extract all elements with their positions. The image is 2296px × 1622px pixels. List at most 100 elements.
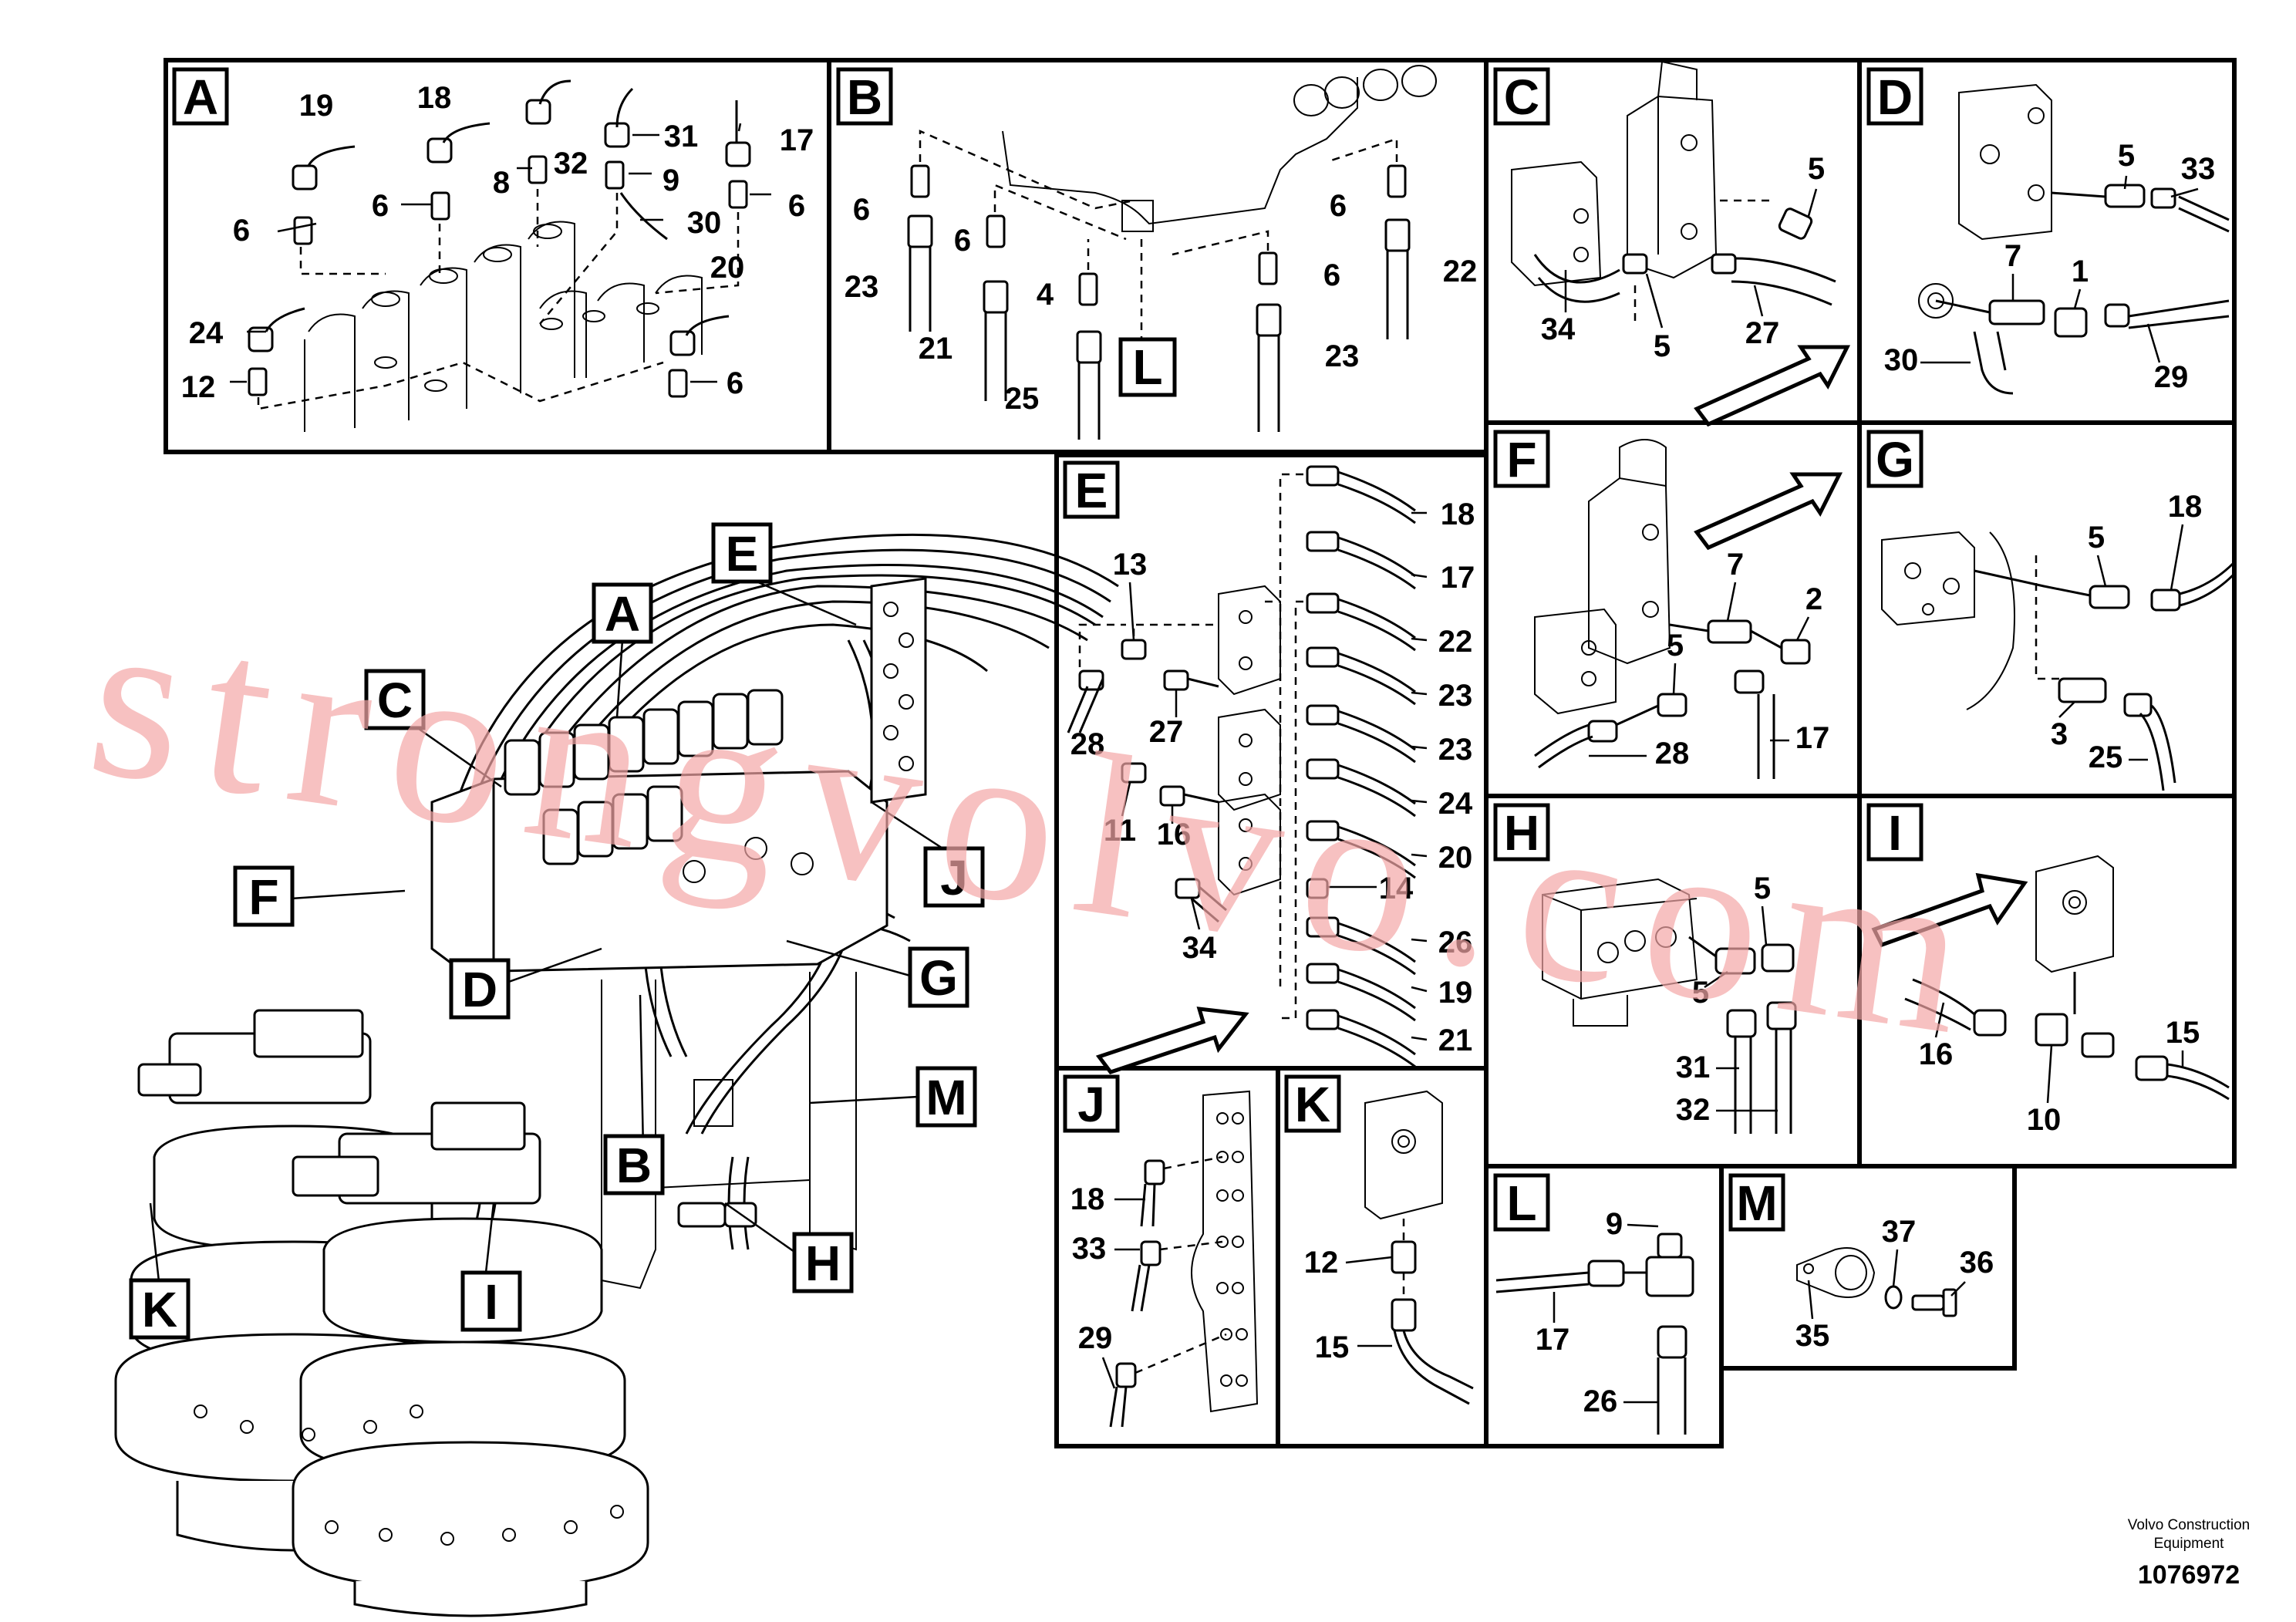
part-label: 7 [2004, 239, 2021, 273]
panel-l-tag: L [1493, 1173, 1550, 1232]
part-label: 36 [1960, 1246, 1994, 1280]
part-label: 21 [919, 332, 953, 366]
callout-i[interactable]: I [460, 1270, 522, 1332]
part-label: 21 [1438, 1023, 1473, 1057]
part-label: 1 [2072, 255, 2089, 288]
panel-g-drawing [1881, 531, 2235, 791]
part-label: 27 [1745, 316, 1780, 350]
panel-d-letter: D [1877, 69, 1913, 125]
part-label: 17 [780, 123, 814, 157]
part-label: 5 [1667, 629, 1684, 663]
part-label: 20 [710, 251, 745, 285]
part-label: 28 [1070, 727, 1105, 761]
part-label: 12 [1304, 1246, 1339, 1280]
overview-leaders [149, 573, 949, 1297]
panel-f-tag: F [1493, 430, 1550, 488]
callout-m[interactable]: M [915, 1066, 977, 1128]
callout-f[interactable]: F [233, 865, 295, 927]
callout-d-label: D [462, 962, 497, 1017]
part-label: 17 [1795, 721, 1830, 755]
part-number-labels: 19 18 32 31 17 6 8 9 6 6 30 20 24 12 6 6… [181, 81, 2216, 1418]
callout-i-label: I [484, 1274, 498, 1330]
panel-i-letter: I [1888, 805, 1902, 861]
part-label: 30 [1884, 343, 1919, 377]
brand-line-2: Equipment [2154, 1536, 2225, 1552]
callout-b[interactable]: B [603, 1134, 665, 1195]
footer: Volvo Construction Equipment 1076972 [2128, 1517, 2250, 1590]
document-number: 1076972 [2138, 1560, 2240, 1590]
part-label: 33 [2181, 152, 2216, 186]
part-label: 31 [1676, 1050, 1711, 1084]
part-label: 6 [727, 366, 743, 400]
callout-a[interactable]: A [592, 582, 653, 644]
part-label: 22 [1443, 255, 1478, 288]
part-label: 16 [1919, 1037, 1954, 1071]
callout-e-label: E [726, 526, 759, 582]
part-label: 18 [417, 81, 452, 115]
part-label: 25 [2089, 740, 2123, 774]
callout-d[interactable]: D [449, 958, 511, 1020]
part-label: 5 [1754, 872, 1771, 905]
panel-h-drawing [1542, 878, 1797, 1134]
callout-c[interactable]: C [364, 669, 426, 730]
panel-g-tag: G [1866, 430, 1923, 488]
panel-d-tag: D [1866, 67, 1923, 126]
part-label: 6 [372, 189, 389, 223]
part-label: 7 [1727, 548, 1744, 582]
panel-j-drawing [1109, 1090, 1259, 1428]
panel-l-letter: L [1506, 1175, 1536, 1231]
part-label: 6 [1330, 189, 1347, 223]
callout-k[interactable]: K [129, 1278, 190, 1340]
panel-m-frame [1719, 1164, 2017, 1371]
part-label: 15 [2166, 1016, 2200, 1050]
part-label: 12 [181, 370, 216, 404]
part-label: 15 [1315, 1330, 1350, 1364]
part-label: 2 [1805, 582, 1822, 616]
callout-k-label: K [142, 1282, 177, 1337]
callout-f-label: F [248, 869, 278, 925]
part-label: 23 [845, 270, 879, 304]
panel-j-tag: J [1063, 1074, 1120, 1133]
callout-m-label: M [925, 1070, 966, 1125]
callout-h[interactable]: H [792, 1232, 854, 1293]
part-label: 29 [2154, 360, 2189, 394]
part-label: 5 [2088, 521, 2105, 555]
part-label: 20 [1438, 841, 1473, 875]
part-label: 32 [554, 147, 588, 180]
part-label: 5 [1692, 976, 1709, 1010]
callout-j[interactable]: J [923, 846, 985, 908]
panel-a-tag: A [172, 67, 229, 126]
part-label: 9 [663, 164, 679, 197]
callout-e[interactable]: E [711, 522, 773, 584]
part-label: 18 [1441, 497, 1475, 531]
callout-a-label: A [605, 586, 640, 642]
part-label: 26 [1583, 1384, 1618, 1418]
part-label: 5 [1808, 152, 1825, 186]
panel-h-letter: H [1504, 805, 1539, 861]
part-label: 8 [493, 166, 510, 200]
panel-c-drawing [1511, 60, 1851, 427]
panel-e-direction-arrow [1095, 1007, 1249, 1074]
panel-i-tag: I [1866, 803, 1923, 862]
part-label: 30 [687, 206, 722, 240]
part-label: 19 [299, 89, 334, 123]
part-label: 14 [1379, 872, 1414, 905]
part-label: 22 [1438, 625, 1473, 659]
callout-g[interactable]: G [908, 946, 969, 1008]
part-label: 24 [189, 316, 224, 350]
panel-h-tag: H [1493, 803, 1550, 862]
detail-l-reference: L [1118, 337, 1177, 397]
part-label: 24 [1438, 787, 1473, 821]
panel-m-drawing [1796, 1247, 1957, 1317]
watermark-text: strongvolvo.com [76, 566, 2002, 1086]
panel-l-drawing [1495, 1233, 1694, 1435]
panel-c-direction-arrow [1694, 345, 1851, 427]
part-label: 34 [1541, 312, 1576, 346]
part-label: 16 [1157, 818, 1192, 851]
panel-e-letter: E [1075, 463, 1108, 518]
part-label: 26 [1438, 926, 1473, 959]
part-label: 29 [1078, 1321, 1113, 1355]
part-label: 6 [853, 193, 870, 227]
brand-line-1: Volvo Construction [2128, 1517, 2250, 1533]
